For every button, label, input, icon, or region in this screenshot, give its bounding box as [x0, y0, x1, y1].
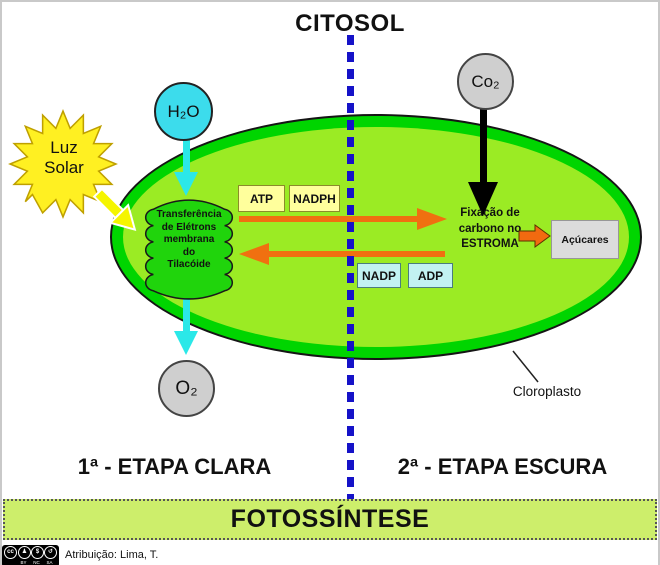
h2o-label: H₂O — [167, 101, 200, 121]
co2-arrow-icon — [468, 108, 498, 216]
nadp-box: NADP — [357, 263, 401, 288]
banner-title: FOTOSSÍNTESE — [230, 505, 430, 533]
thylakoid-label-line: do — [182, 246, 196, 258]
fixation-label-line: ESTROMA — [461, 238, 519, 250]
chloroplast-label: Cloroplasto — [512, 384, 582, 399]
h2o-arrow-icon — [174, 134, 198, 196]
nadph-label: NADPH — [293, 191, 336, 206]
fixation-label-line: Fixação de — [460, 207, 520, 219]
cc-by-sublabel: BY — [20, 560, 27, 565]
thylakoid-label-line: Transferência — [156, 209, 222, 220]
o2-arrow-icon — [174, 293, 198, 355]
sun-icon — [8, 109, 118, 219]
cc-sa-icon: ↺ — [44, 546, 57, 559]
sugars-label: Açúcares — [561, 233, 609, 246]
cc-license-badge: cc ♟ $ ↺ BY NC SA — [2, 545, 59, 565]
cc-nc-icon: $ — [31, 546, 44, 559]
light-arrow-icon — [92, 187, 137, 231]
fixation-label-line: carbono no — [458, 222, 522, 235]
o2-label: O₂ — [175, 377, 198, 399]
adp-box: ADP — [408, 263, 453, 288]
fixation-label: Fixação de carbono no ESTROMA — [444, 206, 536, 253]
sugars-box: Açúcares — [551, 220, 619, 259]
stage-divider-line — [347, 35, 354, 499]
thylakoid-shape — [144, 199, 234, 300]
light-stage-label: 1ª - ETAPA CLARA — [77, 454, 272, 479]
cc-nc-sublabel: NC — [33, 560, 40, 565]
thylakoid-label-line: Tilacóide — [167, 259, 211, 270]
nadp-label: NADP — [361, 268, 396, 283]
thylakoid-label: Transferência de Elétrons membrana do Ti… — [135, 209, 243, 272]
chloroplast-pointer-line — [512, 350, 539, 383]
energy-arrow-right-icon — [239, 208, 447, 230]
atp-box: ATP — [238, 185, 285, 212]
thylakoid-label-line: de Elétrons — [161, 221, 217, 233]
co2-label: Co₂ — [471, 71, 500, 91]
carrier-arrow-left-icon — [239, 243, 445, 265]
cc-icon: cc — [4, 546, 17, 559]
nadph-box: NADPH — [289, 185, 340, 212]
dark-stage-label: 2ª - ETAPA ESCURA — [397, 454, 608, 479]
cc-by-icon: ♟ — [18, 546, 31, 559]
page-title: CITOSOL — [295, 10, 405, 37]
co2-molecule: Co₂ — [457, 53, 514, 110]
thylakoid-label-line: membrana — [163, 234, 215, 245]
o2-molecule: O₂ — [158, 360, 215, 417]
h2o-molecule: H₂O — [154, 82, 213, 141]
attribution-text: Atribuição: Lima, T. — [65, 549, 159, 561]
atp-label: ATP — [249, 191, 274, 206]
banner: FOTOSSÍNTESE — [3, 499, 657, 540]
cc-sa-sublabel: SA — [46, 560, 53, 565]
sun-label-line2: Solar — [44, 158, 84, 177]
sun-label-line1: Luz — [50, 138, 78, 157]
adp-label: ADP — [417, 268, 444, 283]
sugar-arrow-icon — [518, 224, 551, 248]
sun-label: Luz Solar — [26, 138, 102, 178]
